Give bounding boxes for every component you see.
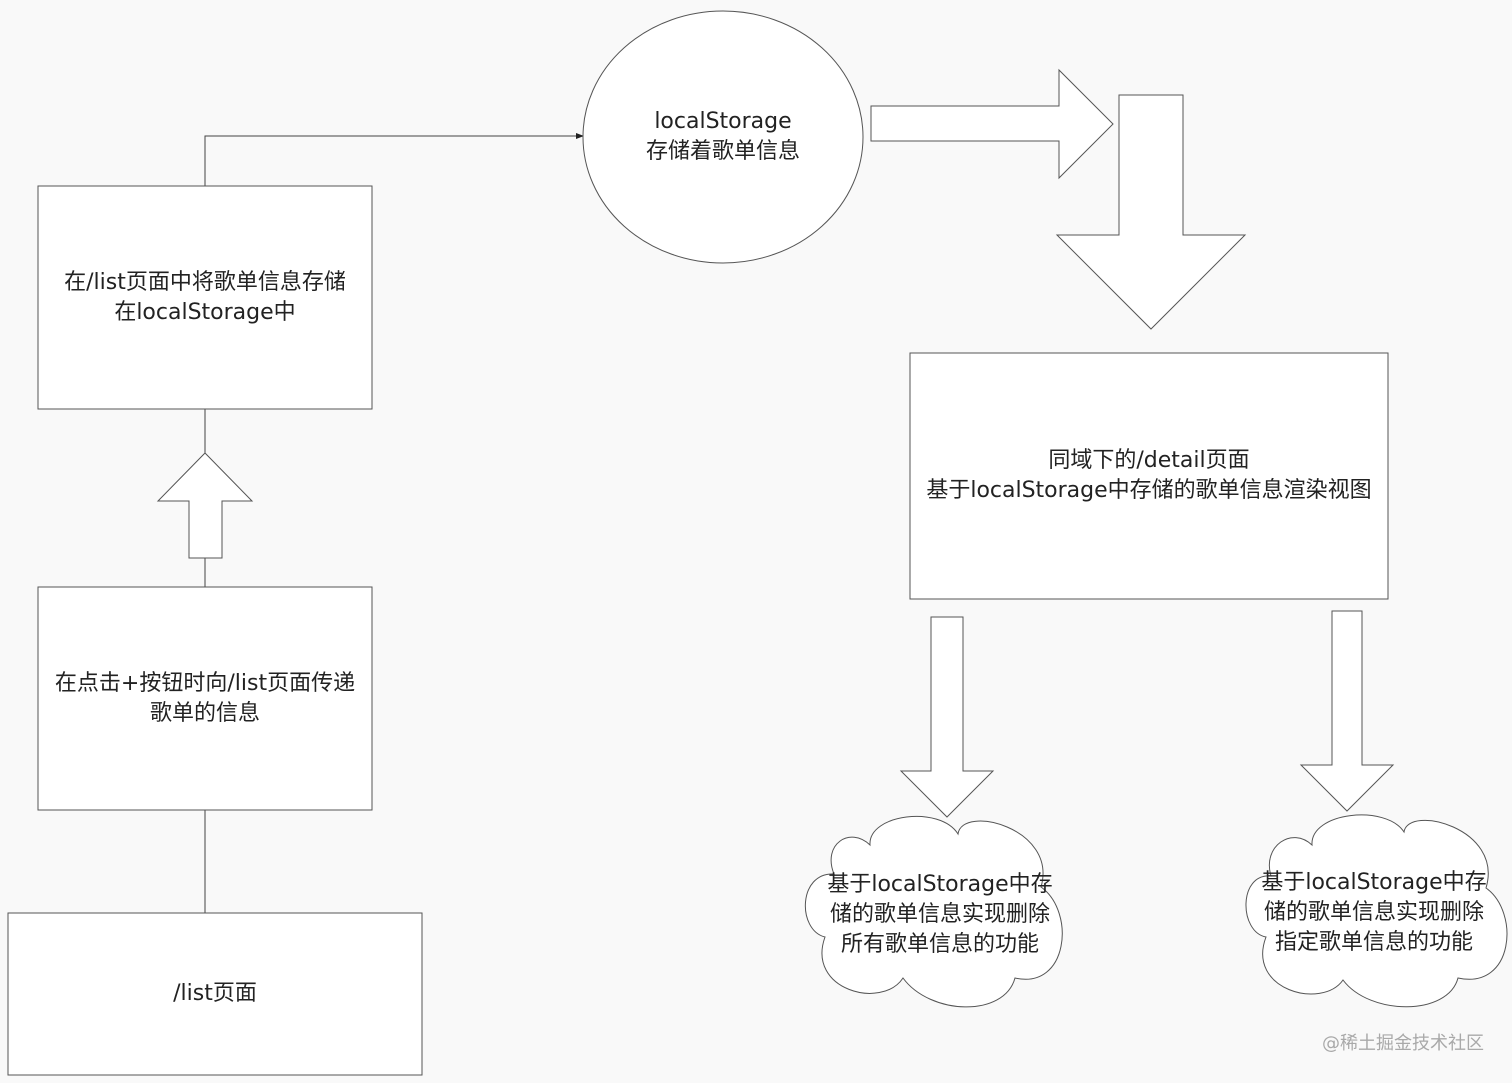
detail-page-line-2: 基于localStorage中存储的歌单信息渲染视图 xyxy=(926,478,1372,503)
delete-one-label: 基于localStorage中存 储的歌单信息实现删除 指定歌单信息的功能 xyxy=(1234,828,1512,998)
up-block-arrow xyxy=(156,452,254,559)
connector-store-to-localstorage xyxy=(204,133,584,186)
cloud-delete-one xyxy=(1245,814,1508,1008)
pass-info-line-2: 歌单的信息 xyxy=(149,700,260,726)
pass-info-box xyxy=(37,586,373,811)
store-info-label: 在/list页面中将歌单信息存储 在localStorage中 xyxy=(38,186,372,409)
store-info-box xyxy=(37,185,373,410)
local-storage-label: localStorage 存储着歌单信息 xyxy=(583,11,863,263)
down-block-arrow-left xyxy=(899,616,995,818)
list-page-box xyxy=(7,912,423,1076)
delete-all-label: 基于localStorage中存 储的歌单信息实现删除 所有歌单信息的功能 xyxy=(800,830,1080,1000)
watermark: @稀土掘金技术社区 xyxy=(1322,1033,1484,1054)
delete-one-line-1: 基于localStorage中存 xyxy=(1261,870,1487,895)
local-storage-line-1: localStorage xyxy=(654,109,792,134)
list-page-text: /list页面 xyxy=(173,981,257,1006)
local-storage-line-2: 存储着歌单信息 xyxy=(645,139,800,164)
store-info-line-1: 在/list页面中将歌单信息存储 xyxy=(64,269,346,295)
detail-page-label: 同域下的/detail页面 基于localStorage中存储的歌单信息渲染视图 xyxy=(912,355,1386,597)
down-block-arrow-right xyxy=(1299,610,1395,812)
down-block-arrow-to-detail xyxy=(1055,94,1247,330)
pass-info-label: 在点击+按钮时向/list页面传递 歌单的信息 xyxy=(38,587,372,810)
right-block-arrow xyxy=(870,68,1114,180)
delete-all-line-1: 基于localStorage中存 xyxy=(827,872,1053,897)
local-storage-ellipse xyxy=(582,10,864,264)
store-info-line-2: 在localStorage中 xyxy=(114,299,296,325)
delete-all-line-3: 所有歌单信息的功能 xyxy=(840,932,1039,957)
detail-page-line-1: 同域下的/detail页面 xyxy=(1048,448,1250,473)
list-page-label: /list页面 xyxy=(8,913,422,1075)
detail-page-box xyxy=(909,352,1389,600)
cloud-delete-all xyxy=(805,815,1063,1008)
delete-one-line-3: 指定歌单信息的功能 xyxy=(1274,930,1473,955)
delete-all-line-2: 储的歌单信息实现删除 xyxy=(829,902,1050,927)
pass-info-line-1: 在点击+按钮时向/list页面传递 xyxy=(54,670,356,696)
delete-one-line-2: 储的歌单信息实现删除 xyxy=(1263,900,1484,925)
